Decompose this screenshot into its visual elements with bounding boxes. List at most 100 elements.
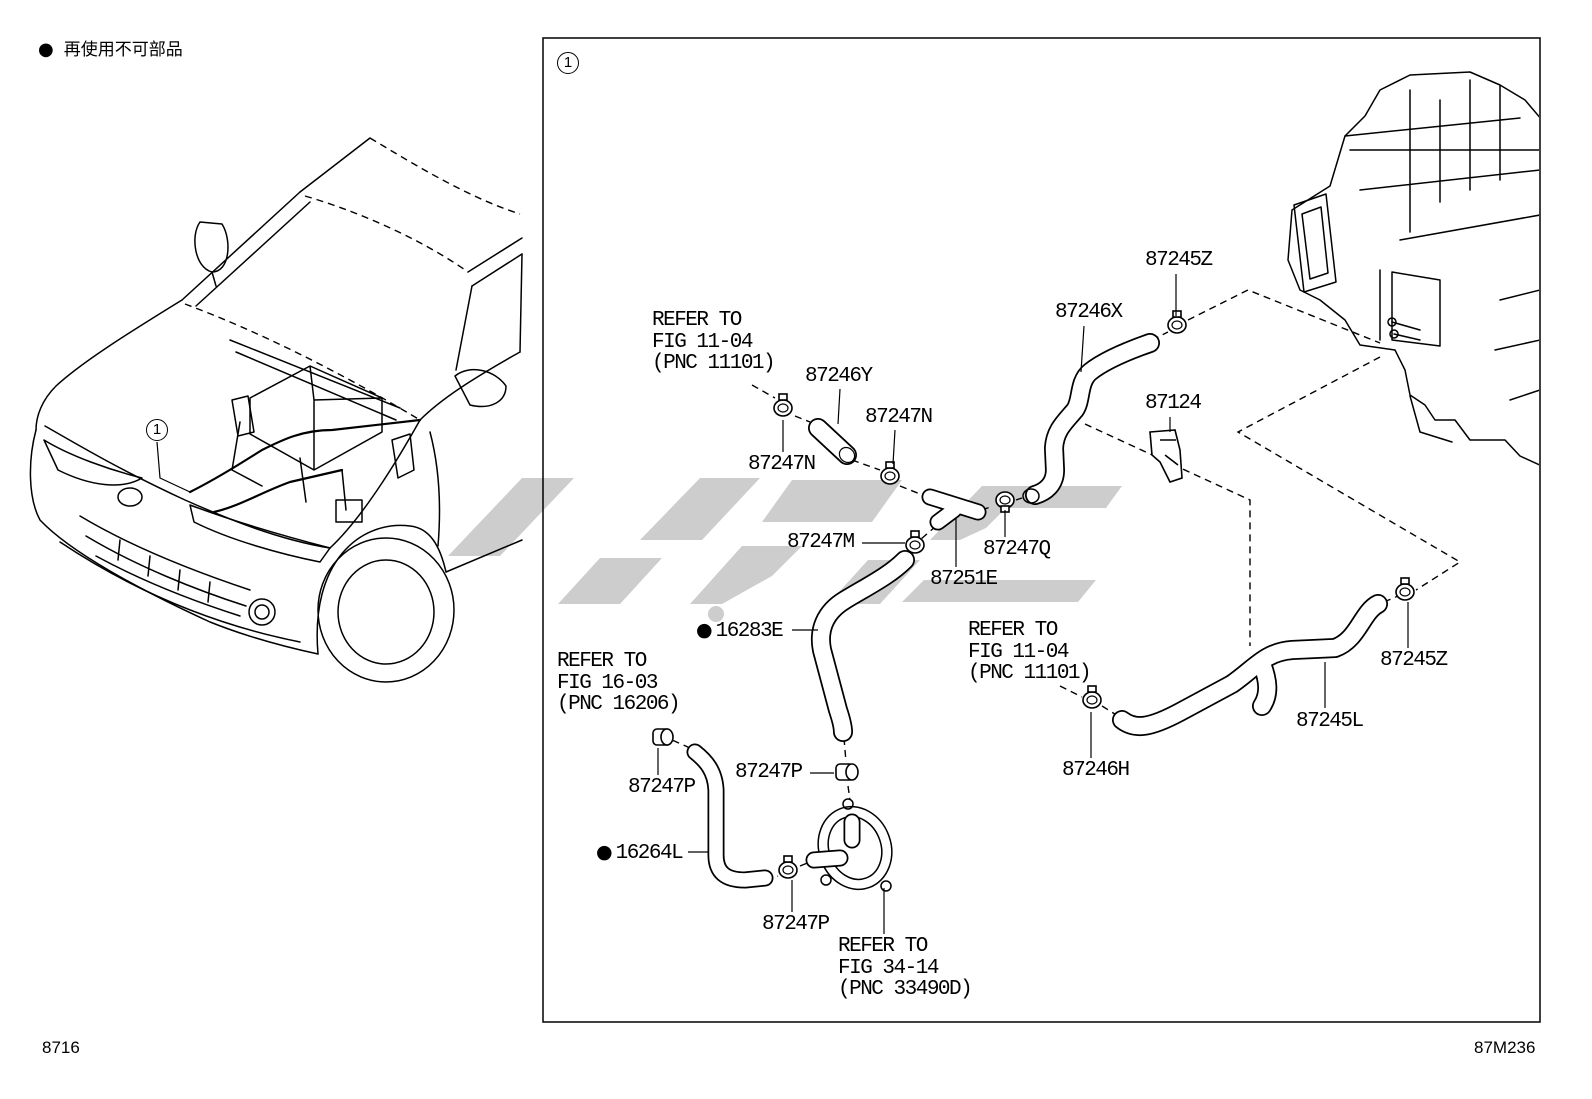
part-callout[interactable]: ●16264L — [596, 841, 684, 865]
route-line — [1059, 331, 1399, 717]
legend: ●再使用不可部品 — [38, 39, 183, 61]
frame-detail-marker: 1 — [557, 52, 579, 74]
reference-figure: FIG 34-14 — [838, 956, 939, 980]
vehicle-door-line — [455, 253, 523, 371]
vehicle-front-bumper — [29, 429, 319, 655]
vehicle-heater-hose-route — [188, 418, 422, 494]
vehicle-right-mirror — [454, 368, 507, 408]
housing-bolt-lug — [842, 798, 854, 810]
part-number: 16264L — [615, 842, 684, 865]
part-callout[interactable]: ●16283E — [696, 619, 784, 643]
reference-note[interactable]: REFER TO FIG 16-03 (PNC 16206) — [557, 651, 681, 716]
hose-87245L — [1112, 594, 1388, 737]
watermark-dot — [708, 606, 724, 622]
vehicle-right-a-pillar — [467, 237, 523, 287]
leader-87247N — [892, 429, 896, 465]
union-87251E — [921, 488, 987, 531]
vehicle-left-headlight — [43, 439, 143, 486]
reference-figure: FIG 16-03 — [557, 671, 658, 695]
reference-note[interactable]: REFER TO FIG 34-14 (PNC 33490D) — [838, 936, 973, 1001]
part-callout[interactable]: 87245Z — [1145, 249, 1213, 272]
vehicle-windshield-top — [304, 195, 469, 273]
housing-outlet-pipe — [807, 851, 847, 867]
watermark-stroke — [640, 478, 760, 540]
clamp-tab — [1087, 685, 1097, 693]
heater-unit-duct-opening — [1293, 193, 1337, 293]
vehicle-detail-marker: 1 — [146, 419, 168, 441]
part-callout[interactable]: 87251E — [930, 568, 998, 591]
vehicle-hood-front-edge — [44, 425, 331, 549]
part-callout[interactable]: 87124 — [1145, 392, 1202, 415]
watermark-logo — [448, 478, 1122, 622]
clamp-tab — [783, 855, 793, 863]
clamp-ring — [845, 763, 859, 781]
part-callout[interactable]: 87247M — [787, 531, 855, 554]
detail-frame — [542, 37, 1541, 1023]
watermark-stroke — [558, 558, 662, 604]
part-callout[interactable]: 87245L — [1296, 710, 1364, 733]
hose-87246Y-body — [809, 419, 856, 464]
part-callout[interactable]: 87247P — [628, 776, 696, 799]
clamp-87247N — [880, 461, 900, 485]
vehicle-wheel-arch — [316, 524, 447, 655]
reference-pnc: (PNC 33490D) — [838, 978, 973, 1001]
illustration-code: 87M236 — [1474, 1038, 1536, 1057]
hose-87246Y — [808, 418, 857, 465]
part-callout[interactable]: 87247N — [748, 453, 816, 476]
non-reusable-bullet: ● — [38, 39, 54, 60]
reference-note[interactable]: REFER TO FIG 11-04 (PNC 11101) — [652, 310, 776, 375]
part-callout[interactable]: 87247P — [735, 761, 803, 784]
clamp-bore — [884, 471, 896, 481]
vehicle-engine-bay-components — [231, 421, 415, 523]
vehicle-left-mirror — [194, 221, 229, 287]
clamp-tab — [885, 461, 895, 469]
part-callout[interactable]: 87246H — [1062, 759, 1130, 782]
part-callout[interactable]: 87246X — [1055, 301, 1123, 324]
part-callout[interactable]: 87247Q — [983, 538, 1051, 561]
heater-unit-port — [1387, 317, 1397, 327]
non-reusable-bullet: ● — [696, 619, 713, 641]
clamp-87245Z — [1167, 310, 1187, 334]
leader-87246Y — [837, 388, 841, 425]
vehicle-roof-edge — [299, 137, 371, 193]
reference-line: REFER TO — [968, 619, 1058, 642]
clamp-bore — [909, 540, 921, 550]
vehicle-detail-marker-leader — [156, 441, 191, 493]
reference-pnc: (PNC 11101) — [968, 662, 1092, 685]
hose-16264L — [686, 743, 774, 889]
hose-87246X — [1025, 333, 1160, 505]
part-callout[interactable]: 87247P — [762, 913, 830, 936]
clamp-ring — [1082, 691, 1102, 709]
part-callout[interactable]: 87245Z — [1380, 649, 1448, 672]
route-line — [1236, 356, 1462, 591]
vehicle-emblem — [117, 487, 143, 507]
clamp-87247N — [773, 393, 793, 417]
part-callout[interactable]: 87247N — [865, 406, 933, 429]
hose-87246Y-end — [838, 446, 856, 464]
hose-16283E-body — [812, 551, 914, 741]
hose-16264L-body — [688, 745, 772, 887]
vehicle-right-fender — [419, 351, 521, 547]
watermark-stroke — [902, 580, 1096, 602]
housing-flange — [817, 805, 893, 891]
vehicle-illustration — [29, 137, 523, 683]
reference-note[interactable]: REFER TO FIG 11-04 (PNC 11101) — [968, 619, 1092, 685]
clamp-87247P — [652, 728, 674, 746]
vehicle-side-sill — [445, 539, 523, 573]
housing-bolt-lug — [880, 880, 892, 892]
heater-unit-housing — [1287, 71, 1539, 466]
bracket-87124 — [1149, 429, 1183, 483]
clamp-bore — [999, 495, 1011, 505]
reference-figure: FIG 11-04 — [968, 640, 1069, 664]
part-callout[interactable]: 87246Y — [805, 365, 873, 388]
clamp-87247M — [905, 530, 925, 554]
clamp-tab — [1400, 577, 1410, 585]
reference-figure: FIG 11-04 — [652, 330, 753, 354]
clamp-87247P — [835, 763, 859, 781]
clamp-bore — [777, 403, 789, 413]
part-number: 16283E — [715, 620, 784, 643]
vehicle-fog-lamp — [248, 598, 276, 626]
housing-bolt-lug — [820, 874, 832, 886]
clamp-ring — [880, 467, 900, 485]
heater-unit — [1287, 71, 1539, 466]
